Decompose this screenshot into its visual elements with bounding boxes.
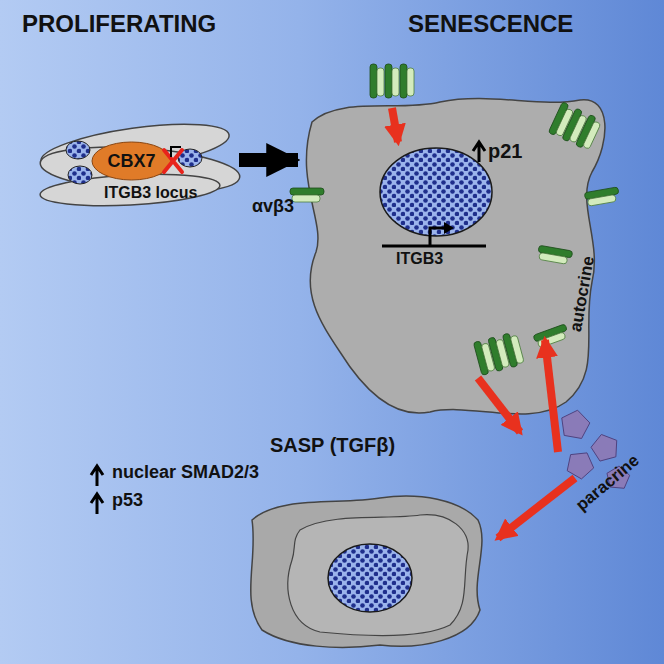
text-holder: ITGB3: [396, 250, 443, 268]
signal-arrow: [392, 108, 398, 142]
label-holder: autocrine: [566, 330, 643, 350]
signal-arrow: [478, 378, 520, 432]
label-holder: SENESCENCE: [408, 10, 573, 38]
label-holder: PROLIFERATING: [22, 10, 216, 38]
integrin-symbol: [548, 102, 602, 151]
annotation: SASP (TGFβ): [270, 434, 395, 457]
label-holder: paracrine: [572, 500, 649, 520]
cell-label: ITGB3 locus: [104, 184, 197, 202]
signal-arrow: [498, 478, 575, 538]
cell: nuclear SMAD2/3p53: [238, 490, 493, 660]
panel-heading: PROLIFERATING: [22, 10, 216, 38]
cell-label: p53: [112, 490, 143, 511]
transition-arrow: [239, 153, 298, 167]
text-holder: nuclear SMAD2/3: [112, 462, 259, 483]
cell-label: ITGB3: [396, 250, 443, 268]
protein-oval: CBX7: [92, 142, 171, 180]
signal-arrow: [545, 340, 558, 452]
integrin-symbol: [584, 187, 620, 207]
cell-label: nuclear SMAD2/3: [112, 462, 259, 483]
label-holder: SASP (TGFβ): [270, 434, 395, 457]
integrin-symbol: [537, 245, 573, 265]
text-holder: p53: [112, 490, 143, 511]
cell: CBX7ITGB3 locus: [35, 112, 235, 208]
integrin-symbol: [473, 331, 524, 375]
sasp-molecule: [591, 434, 617, 461]
integrin-symbol: [370, 64, 414, 98]
cell-label: p21: [488, 140, 522, 163]
text-holder: ITGB3 locus: [104, 184, 197, 202]
panel-heading: SENESCENCE: [408, 10, 573, 38]
integrin-symbol: [290, 188, 324, 202]
annotation: αvβ3: [252, 196, 294, 217]
sasp-molecule: [562, 410, 590, 438]
text-holder: p21: [488, 140, 522, 163]
text-holder: CBX7: [107, 151, 155, 172]
cell-shape: [238, 490, 493, 660]
sasp-molecule: [567, 453, 593, 479]
label-holder: αvβ3: [252, 196, 294, 217]
protein-name: CBX7: [107, 151, 155, 172]
integrin-symbol: [533, 324, 570, 349]
